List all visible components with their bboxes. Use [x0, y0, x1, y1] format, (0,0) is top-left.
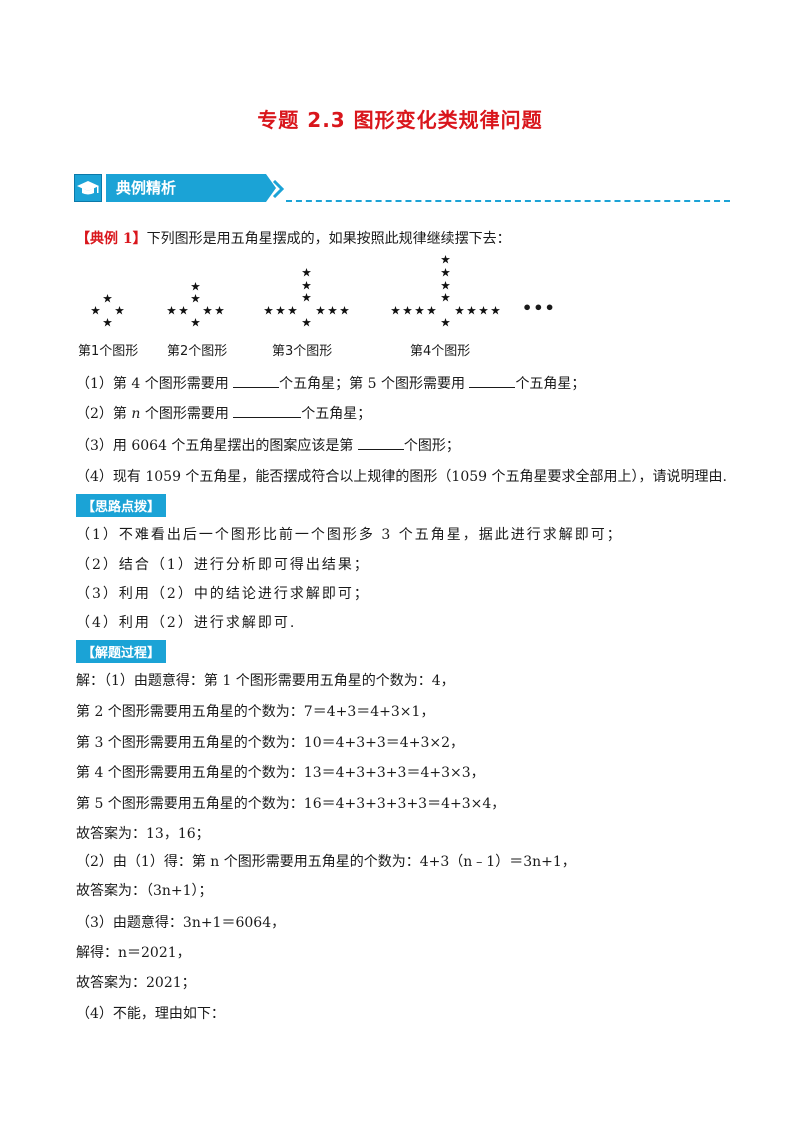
star-icon: [491, 306, 500, 315]
star-icon: [215, 306, 224, 315]
answer-blank: [233, 373, 280, 388]
solution-line: 解：（1）由题意得：第 1 个图形需要用五角星的个数为：4，: [76, 673, 455, 689]
star-icon: [441, 281, 450, 290]
star-icon: [340, 306, 349, 315]
solution-line: 故答案为：2021；: [76, 975, 196, 991]
answer-blank: [357, 435, 404, 450]
star-icon: [403, 306, 412, 315]
solution-line: （4）不能，理由如下：: [76, 1006, 225, 1022]
star-icon: [415, 306, 424, 315]
star-icon: [191, 282, 200, 291]
solution-tag-line: 【解题过程】: [76, 640, 167, 663]
star-icon: [328, 306, 337, 315]
star-icon: [316, 306, 325, 315]
hint-tag-line: 【思路点拨】: [76, 494, 167, 517]
star-icon: [203, 306, 212, 315]
star-icon: [391, 306, 400, 315]
solution-line: 故答案为：（3n+1）；: [76, 883, 213, 899]
hint-2: （2）结合（1）进行分析即可得出结果；: [76, 557, 370, 573]
star-icon: [467, 306, 476, 315]
solution-tag: 【解题过程】: [76, 640, 167, 663]
section-banner: 典例精析: [74, 174, 730, 204]
answer-blank: [233, 403, 302, 418]
figure-label-2: 第2个图形: [167, 344, 228, 359]
star-icon: [455, 306, 464, 315]
question-4: （4）现有 1059 个五角星，能否摆成符合以上规律的图形（1059 个五角星要…: [76, 469, 727, 485]
star-icon: [191, 294, 200, 303]
answer-blank: [469, 373, 516, 388]
star-icon: [302, 318, 311, 327]
star-icon: [91, 306, 100, 315]
solution-line: 第 4 个图形需要用五角星的个数为：13＝4+3+3+3＝4+3×3，: [76, 765, 485, 781]
solution-line: （3）由题意得：3n+1＝6064，: [76, 915, 286, 931]
question-1: （1）第 4 个图形需要用 个五角星；第 5 个图形需要用 个五角星；: [76, 373, 585, 393]
star-icon: [302, 293, 311, 302]
hint-1: （1）不难看出后一个图形比前一个图形多 3 个五角星，据此进行求解即可；: [76, 527, 623, 543]
question-2: （2）第 n 个图形需要用 个五角星；: [76, 403, 371, 423]
solution-line: 第 5 个图形需要用五角星的个数为：16＝4+3+3+3+3＝4+3×4，: [76, 796, 506, 812]
ellipsis: •••: [522, 298, 556, 317]
star-icon: [302, 281, 311, 290]
dashed-divider: [286, 200, 730, 202]
star-icon: [479, 306, 488, 315]
hint-3: （3）利用（2）中的结论进行求解即可；: [76, 586, 370, 602]
solution-line: 解得：n＝2021，: [76, 945, 191, 961]
example-tag: 【典例 1】: [76, 231, 147, 247]
figure-label-4: 第4个图形: [410, 344, 471, 359]
star-icon: [288, 306, 297, 315]
section-banner-label: 典例精析: [106, 174, 276, 202]
solution-line: （2）由（1）得：第 n 个图形需要用五角星的个数为：4+3（n﹣1）＝3n+1…: [76, 854, 576, 870]
star-icon: [191, 318, 200, 327]
star-icon: [441, 318, 450, 327]
star-icon: [441, 293, 450, 302]
page-title: 专题 2.3 图形变化类规律问题: [257, 108, 543, 132]
graduation-cap-icon: [74, 174, 102, 202]
star-icon: [103, 318, 112, 327]
solution-line: 第 3 个图形需要用五角星的个数为：10＝4+3+3＝4+3×2，: [76, 735, 464, 751]
solution-line: 第 2 个图形需要用五角星的个数为：7＝4+3＝4+3×1，: [76, 704, 435, 720]
question-3: （3）用 6064 个五角星摆出的图案应该是第 个图形；: [76, 435, 460, 455]
star-icon: [276, 306, 285, 315]
figure-label-1: 第1个图形: [78, 344, 139, 359]
example-intro-line: 【典例 1】下列图形是用五角星摆成的，如果按照此规律继续摆下去：: [76, 228, 511, 248]
hint-4: （4）利用（2）进行求解即可.: [76, 615, 297, 631]
star-icon: [115, 306, 124, 315]
star-icon: [302, 268, 311, 277]
figure-label-3: 第3个图形: [272, 344, 333, 359]
star-icon: [103, 294, 112, 303]
star-icon: [264, 306, 273, 315]
star-icon: [179, 306, 188, 315]
chevron-right-icon: [272, 180, 285, 198]
star-icon: [441, 268, 450, 277]
star-icon: [427, 306, 436, 315]
star-icon: [441, 255, 450, 264]
solution-line: 故答案为：13，16；: [76, 826, 210, 842]
star-icon: [167, 306, 176, 315]
hint-tag: 【思路点拨】: [76, 494, 167, 517]
example-intro: 下列图形是用五角星摆成的，如果按照此规律继续摆下去：: [146, 231, 511, 247]
